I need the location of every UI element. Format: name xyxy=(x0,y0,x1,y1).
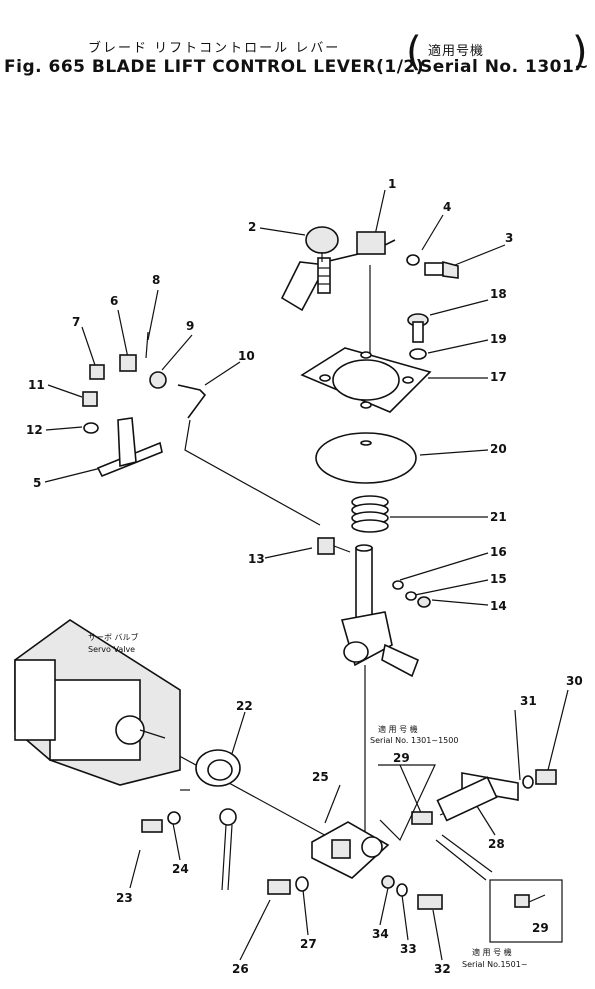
washer-24 xyxy=(167,811,181,825)
washer-15 xyxy=(405,591,417,601)
fitting-29 xyxy=(411,811,493,881)
bracket-5 xyxy=(96,417,163,478)
part-number: 29 xyxy=(532,921,549,935)
part-number: 33 xyxy=(400,942,417,956)
ring-22 xyxy=(195,749,241,787)
part-number: 34 xyxy=(372,927,389,941)
washer-19 xyxy=(409,348,427,360)
lever-25 xyxy=(311,821,390,879)
variant-box-2 xyxy=(489,879,563,943)
figure-title: Fig. 665 BLADE LIFT CONTROL LEVER(1/2) xyxy=(4,57,425,77)
part-number: 10 xyxy=(238,349,255,363)
part-number: 21 xyxy=(490,510,507,524)
part-number: 13 xyxy=(248,552,265,566)
part-number: 8 xyxy=(152,273,160,287)
servo-valve xyxy=(14,619,181,786)
nut-14 xyxy=(417,596,431,608)
part-number: 3 xyxy=(505,231,513,245)
title-japanese: ブレード リフトコントロール レバー xyxy=(88,41,341,56)
washer-33 xyxy=(396,883,408,897)
part-number: 32 xyxy=(434,962,451,976)
leader-lines xyxy=(44,189,569,961)
part-number: 26 xyxy=(232,962,249,976)
variant-box-1 xyxy=(378,764,436,842)
lever-shaft xyxy=(340,544,420,678)
part-number: 2 xyxy=(248,220,256,234)
part-number: 5 xyxy=(33,476,41,490)
clevis-13 xyxy=(317,537,351,555)
box2-label-jp: 適 用 号 機 xyxy=(472,947,512,957)
part-number: 7 xyxy=(72,315,80,329)
knob xyxy=(305,226,339,262)
part-number: 18 xyxy=(490,287,507,301)
washer-4 xyxy=(406,254,420,266)
open-paren: ( xyxy=(406,29,422,75)
servo-label-jp: サーボ バルブ xyxy=(88,632,139,642)
close-paren: ) xyxy=(572,29,588,75)
rod-end xyxy=(219,808,237,891)
part-number: 15 xyxy=(490,572,507,586)
part-number: 4 xyxy=(443,200,451,214)
bolt-3 xyxy=(424,260,459,279)
serial-range: Serial No. 1301~ xyxy=(420,57,590,77)
washer-27 xyxy=(295,876,309,892)
rubber-boot xyxy=(315,432,417,484)
serial-japanese: 適用号機 xyxy=(428,44,485,59)
part-number: 17 xyxy=(490,370,507,384)
servo-label-en: Servo Valve xyxy=(88,645,135,654)
bolt-23 xyxy=(141,819,163,833)
part-number: 1 xyxy=(388,177,396,191)
part-number: 12 xyxy=(26,423,43,437)
bolt-32 xyxy=(417,894,443,910)
nut-34 xyxy=(381,875,395,889)
washer-16 xyxy=(392,580,404,590)
part-number-labels: 1 2 3 4 5 6 7 8 9 10 11 12 13 14 15 16 1… xyxy=(26,177,583,976)
part-number: 25 xyxy=(312,770,329,784)
pin-8 xyxy=(145,331,149,359)
bolt-11 xyxy=(82,391,98,407)
washer-31 xyxy=(522,775,534,789)
part-number: 11 xyxy=(28,378,45,392)
part-number: 20 xyxy=(490,442,507,456)
bolt-7 xyxy=(89,364,105,380)
rod-10 xyxy=(177,384,207,419)
part-number: 14 xyxy=(490,599,507,613)
box1-label-jp: 適 用 号 機 xyxy=(378,724,418,734)
part-number: 28 xyxy=(488,837,505,851)
part-number: 6 xyxy=(110,294,118,308)
part-number: 29 xyxy=(393,751,410,765)
part-number: 24 xyxy=(172,862,189,876)
part-number: 22 xyxy=(236,699,253,713)
mounting-plate xyxy=(300,347,432,413)
spring xyxy=(351,495,389,533)
block-6 xyxy=(119,354,137,372)
bolt-26 xyxy=(267,879,291,895)
part-number: 27 xyxy=(300,937,317,951)
part-number: 9 xyxy=(186,319,194,333)
nut-9 xyxy=(149,371,167,389)
bracket-28 xyxy=(436,772,519,822)
part-number: 19 xyxy=(490,332,507,346)
part-number: 16 xyxy=(490,545,507,559)
box2-label-en: Serial No.1501~ xyxy=(462,960,528,969)
part-number: 31 xyxy=(520,694,537,708)
part-number: 30 xyxy=(566,674,583,688)
box1-label-en: Serial No. 1301~1500 xyxy=(370,736,458,745)
bolt-30 xyxy=(535,769,557,785)
fitting-29-alt xyxy=(514,894,530,908)
bolt-18 xyxy=(407,313,429,343)
washer-12 xyxy=(83,422,99,434)
control-lever xyxy=(280,231,396,312)
part-number: 23 xyxy=(116,891,133,905)
